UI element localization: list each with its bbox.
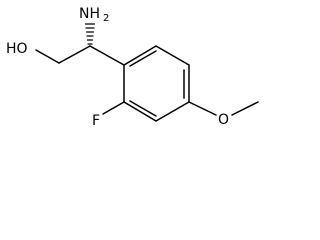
bond-ho-ch2 [35, 49, 60, 64]
amine-label: NH [79, 6, 100, 22]
hashed-wedge-bond [84, 23, 96, 45]
methoxy-oxygen-label: O [218, 112, 229, 128]
bond-ring-fluorine [102, 101, 125, 115]
bond-oxygen-methyl [231, 101, 259, 116]
ring-double-bond-top [129, 50, 157, 67]
benzene-ring [123, 45, 190, 122]
bond-ring-oxygen [188, 101, 217, 116]
bond-chiral-ring [89, 45, 125, 66]
ring-double-bond-bottom [129, 100, 157, 117]
bond-ch2-chiral [58, 45, 91, 64]
chemical-structure: NH 2 HO F O [6, 6, 259, 129]
fluorine-label: F [92, 113, 100, 129]
amine-subscript: 2 [103, 13, 109, 24]
hydroxyl-label: HO [6, 41, 28, 57]
